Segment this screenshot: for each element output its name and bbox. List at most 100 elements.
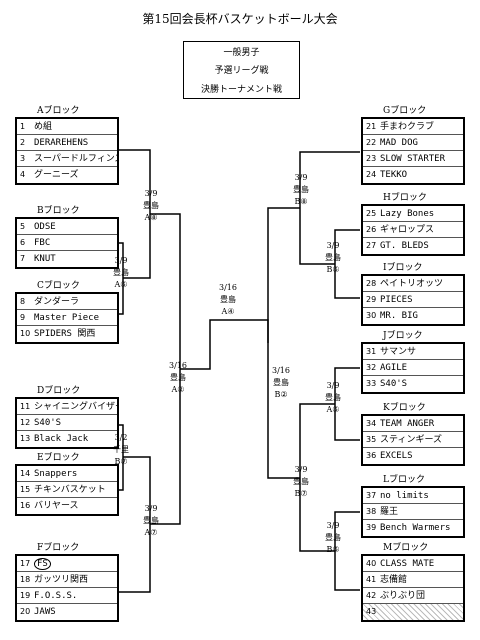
block-label: Kブロック (383, 403, 426, 413)
block-label: Cブロック (37, 281, 80, 291)
team-name: CLASS MATE (380, 559, 435, 569)
team-name: GT. BLEDS (380, 241, 429, 251)
match-date: 3/9 (114, 256, 128, 265)
team-number: 38 (366, 507, 377, 516)
match-date: 3/16 (219, 283, 237, 292)
team-number: 5 (20, 222, 26, 231)
team-number: 19 (20, 591, 31, 600)
block-label: Bブロック (37, 206, 80, 216)
team-name: PIECES (380, 295, 413, 305)
block-label: Jブロック (383, 331, 423, 341)
match-venue: 豊島 (293, 185, 309, 194)
match-venue: 豊島 (143, 516, 159, 525)
team-name: Lazy Bones (380, 209, 435, 219)
team-number: 33 (366, 379, 377, 388)
team-name: KNUT (34, 254, 56, 264)
match-date: 3/9 (326, 381, 340, 390)
category-box: 一般男子 予選リーグ戦 決勝トーナメント戦 (183, 41, 300, 99)
line-final (180, 319, 269, 370)
category-line3: 決勝トーナメント戦 (200, 85, 282, 96)
team-number: 24 (366, 170, 377, 179)
team-number: 13 (20, 434, 31, 443)
team-name: SPIDERS 関西 (34, 329, 96, 339)
team-number: 1 (20, 122, 26, 131)
block-label: Gブロック (383, 106, 427, 116)
team-name: ODSE (34, 222, 56, 232)
match-venue: 豊島 (170, 373, 186, 382)
team-row: 4 グーニーズ (17, 167, 117, 183)
team-name: 志備館 (380, 575, 408, 585)
match-venue: 豊島 (273, 378, 289, 387)
team-name: F.O.S.S. (34, 591, 78, 601)
team-number: 34 (366, 419, 377, 428)
team-name: ギャロップス (380, 225, 435, 235)
team-number: 43 (366, 607, 377, 616)
team-name: 羅王 (380, 507, 399, 517)
block-label: Eブロック (37, 453, 80, 463)
block-label: Dブロック (37, 386, 81, 396)
team-name: FS (34, 558, 51, 570)
team-number: 4 (20, 170, 26, 179)
match-venue: 豊島 (325, 533, 341, 542)
team-number: 28 (366, 279, 377, 288)
team-number: 36 (366, 451, 377, 460)
team-name: ぶりぶり団 (380, 591, 426, 601)
team-name: S40'S (380, 379, 408, 389)
team-number: 18 (20, 575, 31, 584)
team-name: サマンサ (380, 347, 417, 357)
category-line1: 一般男子 (223, 47, 260, 58)
team-name: グーニーズ (34, 170, 79, 180)
block-label: Aブロック (37, 106, 80, 116)
team-name: ダンダーラ (34, 297, 80, 307)
team-name: MR. BIG (380, 311, 418, 321)
match-code: A④ (221, 307, 235, 316)
team-number: 16 (20, 501, 31, 510)
team-name: 手まわクラブ (380, 122, 435, 132)
team-name: EXCELS (380, 451, 413, 461)
team-name: め組 (34, 122, 53, 132)
match-code: A⑥ (114, 280, 128, 289)
team-name: DERAREHENS (34, 138, 89, 148)
team-number: 8 (20, 297, 26, 306)
team-name: ペイトリオッツ (380, 279, 444, 289)
team-number: 12 (20, 418, 31, 427)
team-number: 20 (20, 607, 31, 616)
team-name: Snappers (34, 469, 78, 479)
team-row: 43 (363, 604, 463, 620)
match-code: A⑧ (144, 213, 158, 222)
match-venue: 豊島 (325, 393, 341, 402)
